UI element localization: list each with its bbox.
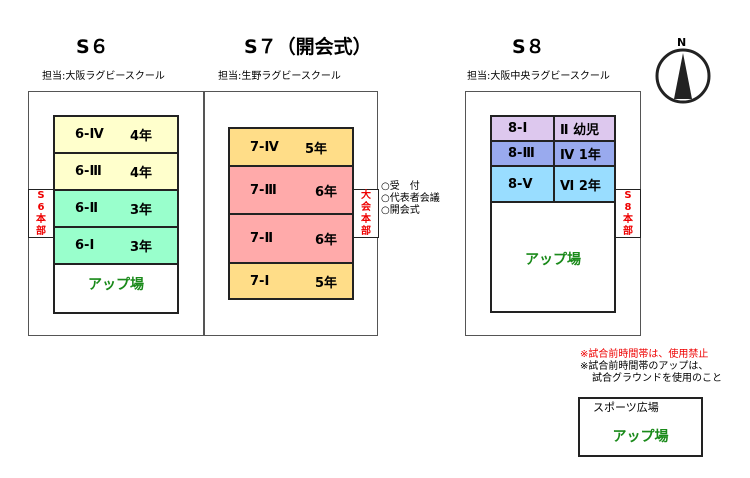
court-grade: 5年 — [305, 141, 328, 157]
court-6-2: 6-Ⅱ 3年 — [55, 191, 177, 228]
ground-divider — [203, 91, 205, 336]
court-grade: 5年 — [315, 275, 338, 291]
field-s6-title: S６ — [76, 36, 109, 58]
court-id: 6-Ⅱ — [75, 201, 99, 216]
court-grade: 3年 — [130, 203, 153, 218]
court-6-3: 6-Ⅲ 4年 — [55, 154, 177, 191]
court-grade: 6年 — [315, 233, 338, 248]
court-id: 8-Ⅴ — [508, 176, 533, 192]
court-id: 7-Ⅰ — [250, 273, 270, 289]
note-black-2: 試合グラウンドを使用のこと — [592, 373, 722, 384]
court-id: 6-Ⅳ — [75, 127, 104, 142]
court-grade: 4年 — [130, 166, 153, 181]
court-grade: 6年 — [315, 184, 338, 200]
note-red: ※試合前時間帯は、使用禁止 — [580, 349, 709, 360]
court-grade: 3年 — [130, 240, 153, 255]
field-s8: 8-Ⅰ Ⅱ 幼児 8-Ⅲ Ⅳ 1年 8-Ⅴ Ⅵ 2年 アップ場 — [490, 115, 616, 313]
court-grade: Ⅵ 2年 — [560, 178, 601, 194]
court-id: 8-Ⅰ — [508, 121, 528, 136]
court-7-2: 7-Ⅱ 6年 — [230, 215, 352, 264]
note-black-1: ※試合前時間帯のアップは、 — [580, 361, 709, 372]
court-6-1: 6-Ⅰ 3年 — [55, 228, 177, 265]
sports-area-label: スポーツ広場 — [593, 401, 659, 414]
warmup-area-s8: アップ場 — [525, 252, 581, 268]
court-divider — [553, 117, 555, 203]
field-s7-title: S７（開会式） — [244, 36, 372, 58]
field-s7-manager: 担当:生野ラグビースクール — [218, 71, 341, 82]
court-id: 7-Ⅲ — [250, 182, 277, 198]
warmup-area-sports: アップ場 — [612, 429, 669, 445]
field-s6-manager: 担当:大阪ラグビースクール — [42, 71, 165, 82]
court-grade: 4年 — [130, 129, 153, 144]
tournament-headquarters: 大会本部 — [353, 189, 379, 238]
court-id: 6-Ⅰ — [75, 238, 95, 253]
sports-area: スポーツ広場 アップ場 — [578, 397, 703, 457]
court-7-1: 7-Ⅰ 5年 — [230, 264, 352, 298]
field-s8-manager: 担当:大阪中央ラグビースクール — [467, 71, 610, 82]
court-id: 6-Ⅲ — [75, 164, 102, 179]
court-id: 7-Ⅱ — [250, 231, 274, 246]
court-grade: Ⅱ 幼児 — [560, 123, 600, 138]
field-s7: 7-Ⅳ 5年 7-Ⅲ 6年 7-Ⅱ 6年 7-Ⅰ 5年 — [228, 127, 354, 300]
court-grade: Ⅳ 1年 — [560, 148, 601, 163]
court-7-3: 7-Ⅲ 6年 — [230, 167, 352, 215]
compass-north-label: N — [677, 36, 687, 49]
field-s8-title: S８ — [512, 36, 545, 58]
warmup-area-s6: アップ場 — [88, 277, 144, 293]
court-id: 8-Ⅲ — [508, 146, 535, 161]
hq-notes: ○受 付○代表者会議○開会式 — [381, 181, 440, 216]
court-7-4: 7-Ⅳ 5年 — [230, 129, 352, 167]
court-id: 7-Ⅳ — [250, 139, 279, 155]
court-6-4: 6-Ⅳ 4年 — [55, 117, 177, 154]
compass-icon — [655, 48, 711, 104]
field-s6: 6-Ⅳ 4年 6-Ⅲ 4年 6-Ⅱ 3年 6-Ⅰ 3年 アップ場 — [53, 115, 179, 314]
